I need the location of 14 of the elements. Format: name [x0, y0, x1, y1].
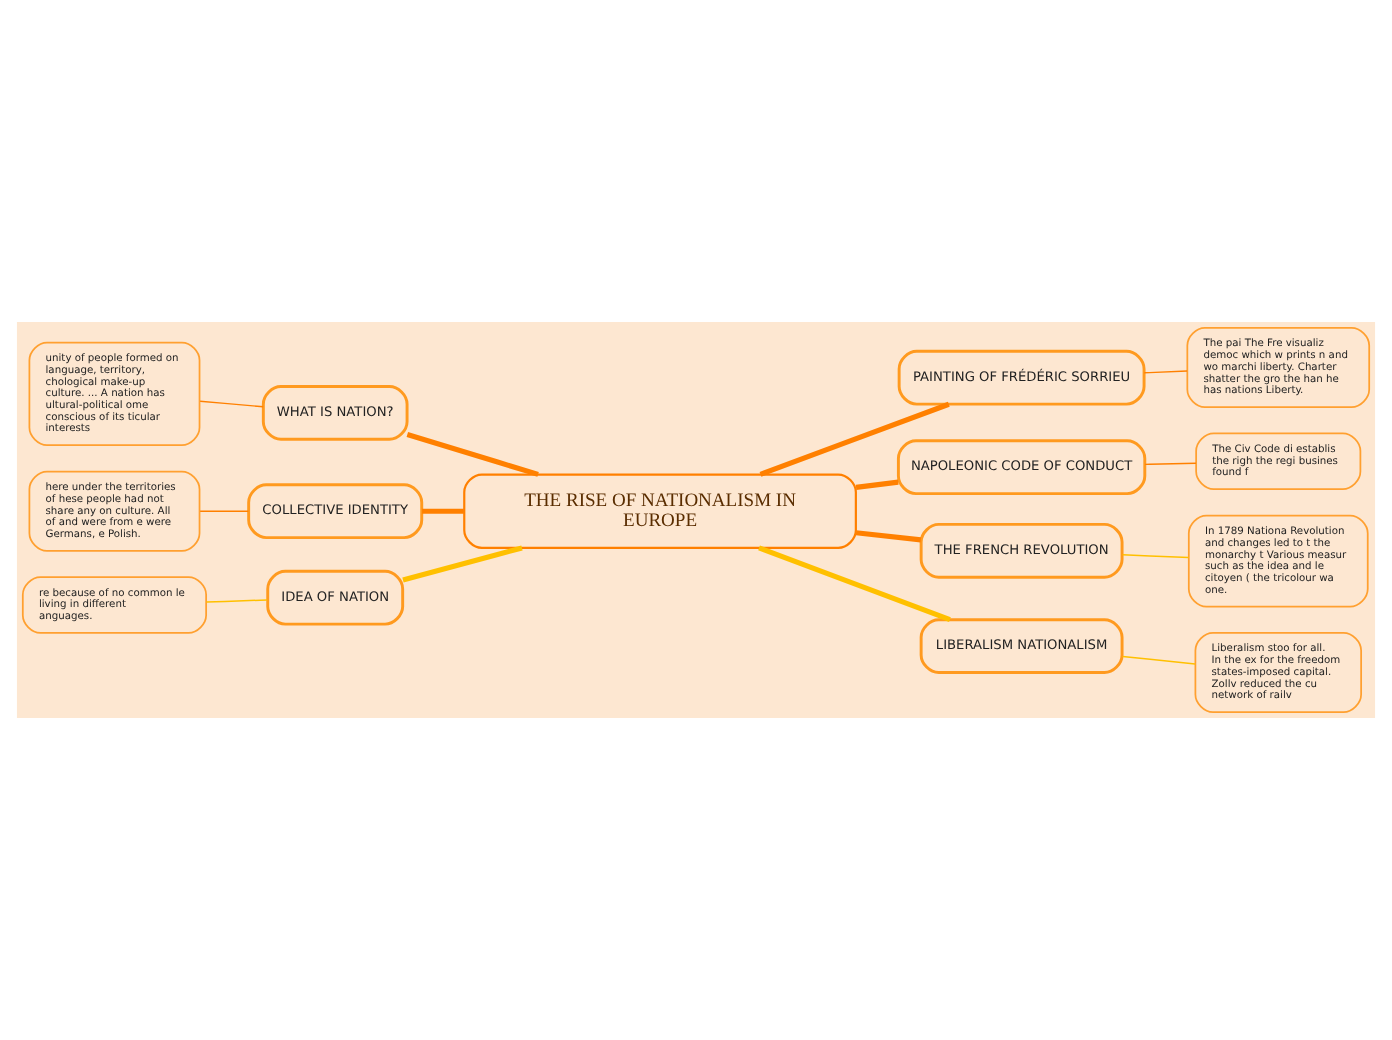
- connector: [205, 599, 268, 603]
- connector: [855, 530, 922, 543]
- connector: [1121, 554, 1190, 559]
- connector: [1144, 462, 1197, 466]
- connector: [402, 545, 523, 583]
- connector: [758, 545, 951, 623]
- node-box: THE RISE OF NATIONALISM IN EUROPE: [463, 473, 857, 549]
- connector: [1121, 655, 1196, 665]
- connector: [199, 400, 264, 408]
- connector: [1143, 370, 1188, 374]
- connector: [422, 508, 464, 514]
- connector: [855, 479, 899, 490]
- connector: [406, 432, 539, 477]
- connector: [199, 510, 250, 512]
